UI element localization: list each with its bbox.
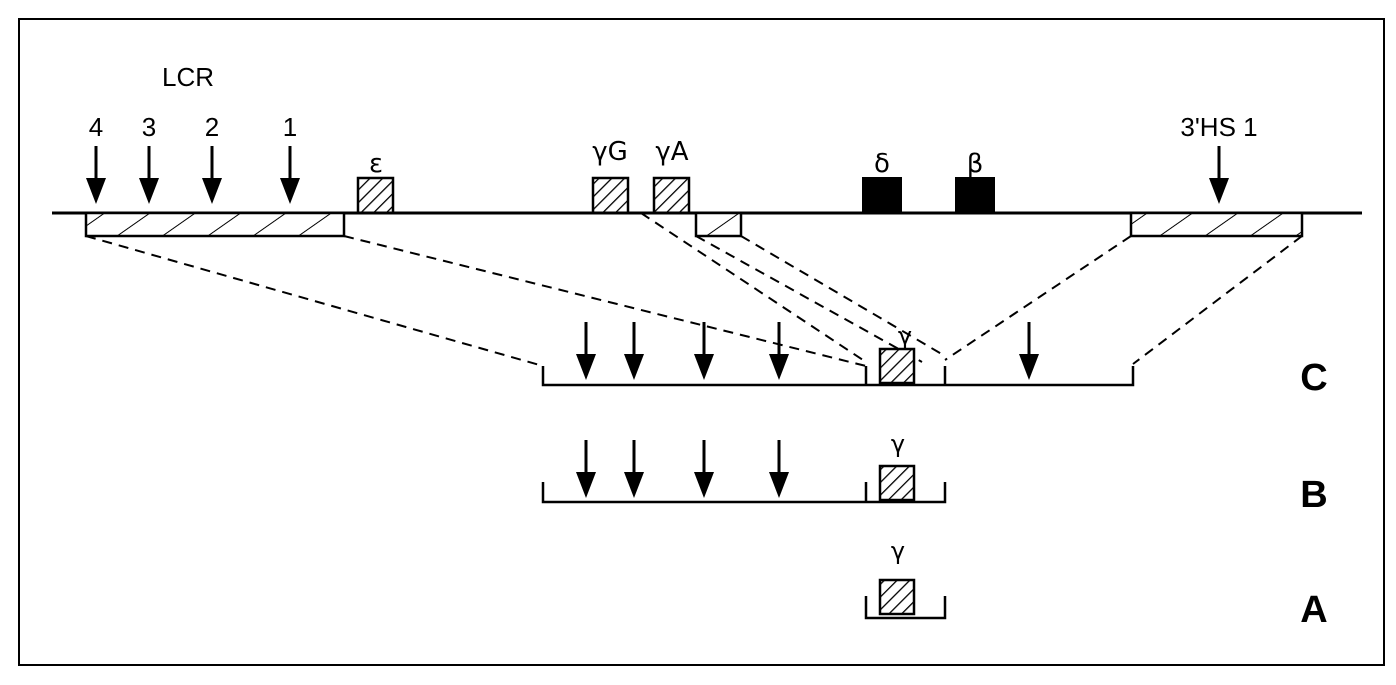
hs-arrow-1	[280, 146, 300, 204]
hs-label-1: 1	[283, 112, 297, 142]
hs-label-4: 4	[89, 112, 103, 142]
hs-arrow-3	[139, 146, 159, 204]
three-prime-fragment	[1129, 211, 1304, 238]
lcr-label: LCR	[162, 62, 214, 92]
gene-label-epsilon: ε	[369, 149, 383, 179]
three-prime-hs-arrow	[1209, 146, 1229, 204]
construct-a-line	[864, 596, 947, 620]
construct-c-label: C	[1300, 357, 1327, 399]
gene-label-gamma-a: γA	[655, 137, 688, 167]
hs-label-2: 2	[205, 112, 219, 142]
construct-a: γ A	[864, 537, 1328, 631]
construct-c-gene-label: γ	[898, 322, 912, 350]
construct-b-hs-arrows	[576, 440, 789, 498]
hs-arrow-4	[86, 146, 106, 204]
gene-label-gamma-g: γG	[592, 137, 628, 167]
figure-frame	[18, 18, 1385, 666]
construct-b-gene-label: γ	[891, 430, 905, 458]
gamma-downstream-fragment	[694, 211, 743, 238]
gene-box-epsilon	[356, 176, 395, 215]
construct-b: γ B	[541, 430, 1328, 516]
gene-label-delta: δ	[874, 149, 890, 179]
construct-c-line	[541, 366, 1135, 387]
hs-label-3: 3	[142, 112, 156, 142]
hs-arrow-2	[202, 146, 222, 204]
construct-a-gamma-box	[878, 578, 916, 616]
construct-b-gamma-box	[878, 464, 916, 502]
locus-map: LCR 4 3 2 1 ε γG γA δ β	[52, 62, 1362, 238]
construct-c-hs-arrows	[576, 322, 1039, 380]
three-prime-hs-label: 3'HS 1	[1180, 112, 1257, 142]
construct-a-label: A	[1300, 589, 1327, 631]
lcr-fragment	[84, 211, 346, 238]
construct-a-gene-label: γ	[891, 537, 905, 565]
construct-c-gamma-box	[878, 347, 916, 385]
gene-box-delta	[862, 177, 902, 214]
gene-box-gamma-g	[591, 176, 630, 215]
construct-b-label: B	[1300, 474, 1327, 516]
gene-box-beta	[955, 177, 995, 214]
gene-box-gamma-a	[652, 176, 691, 215]
construct-b-line	[541, 482, 947, 504]
gene-label-beta: β	[967, 149, 984, 179]
construct-c: γ C	[541, 322, 1328, 399]
